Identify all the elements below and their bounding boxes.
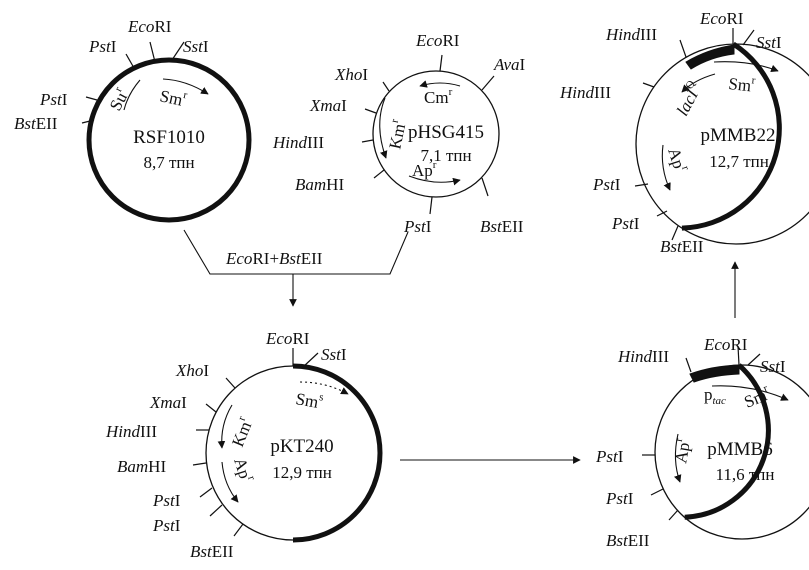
- site-ssti-pmmb22: SstI: [756, 33, 782, 52]
- gene-ap: Apr: [230, 455, 258, 485]
- plasmid-rsf1010: EcoRI PstI SstI PstI BstEII Sur Smr RSF1…: [14, 17, 252, 223]
- gene-arrow-sm: [299, 381, 349, 395]
- plasmid-size: 12,7 тпн: [709, 152, 769, 171]
- site-ecori-rsf: EcoRI: [127, 17, 172, 36]
- gene-arrow-km: [217, 404, 233, 449]
- gene-arrow-cm: [419, 80, 461, 88]
- plasmid-size: 7,1 тпн: [420, 146, 471, 165]
- plasmid-name: pMMB22: [701, 125, 776, 146]
- gene-sm: Sms: [294, 387, 324, 412]
- gene-cm: Cmr: [424, 86, 453, 107]
- site-bsteii-rsf: BstEII: [14, 114, 58, 133]
- site-hindiii-pkt240: HindIII: [105, 422, 157, 441]
- gene-ap: Apr: [664, 145, 692, 175]
- site-psti-pkt240-2: PstI: [152, 516, 181, 535]
- site-xmai-pkt240: XmaI: [149, 393, 187, 412]
- gene-sm: Smr: [158, 84, 188, 110]
- gene-arrow-sm: [711, 385, 789, 401]
- digest-enzymes: EcoRI+BstEII: [225, 249, 323, 268]
- gene-arrow-laciq: [681, 73, 716, 93]
- plasmid-backbone-thick: [292, 363, 383, 543]
- gene-arrow-ap: [674, 433, 682, 483]
- gene-arrow-su: [123, 79, 141, 111]
- gene-laciq: lacIQ: [671, 79, 706, 119]
- gene-arrow-km: [379, 97, 388, 159]
- gene-km: Kmr: [226, 414, 257, 449]
- gene-km: Kmr: [383, 118, 410, 151]
- site-ssti-pmmb6: SstI: [760, 357, 786, 376]
- site-bsteii-pmmb22: BstEII: [660, 237, 704, 256]
- ptac-promoter-box: [689, 364, 740, 383]
- site-bsteii-phsg: BstEII: [480, 217, 524, 236]
- site-bsteii-pkt240: BstEII: [190, 542, 234, 561]
- plasmid-backbone: [372, 70, 500, 198]
- site-psti-pmmb6-2: PstI: [605, 489, 634, 508]
- plasmid-pkt240: EcoRI SstI XhoI XmaI HindIII BamHI PstI …: [105, 329, 383, 561]
- gene-arrow-ap: [661, 144, 671, 191]
- plasmid-size: 11,6 тпн: [716, 465, 775, 484]
- site-psti-pkt240-1: PstI: [152, 491, 181, 510]
- site-ecori-phsg: EcoRI: [415, 31, 460, 50]
- plasmid-name: pKT240: [270, 436, 333, 457]
- site-hindiii-pmmb6: HindIII: [617, 347, 669, 366]
- gene-ap: Apr: [412, 159, 437, 180]
- plasmid-backbone-thick: [684, 363, 771, 520]
- gene-arrow-sm: [162, 78, 209, 95]
- site-xmai-phsg: XmaI: [309, 96, 347, 115]
- site-hindiii-phsg: HindIII: [272, 133, 324, 152]
- plasmid-pmmb22: HindIII EcoRI SstI HindIII PstI PstI Bst…: [559, 9, 809, 256]
- site-hindiii-pmmb22-left: HindIII: [559, 83, 611, 102]
- gene-arrow-ap: [221, 461, 239, 503]
- promoter-ptac: ptac: [704, 385, 726, 407]
- site-ssti-pkt240: SstI: [321, 345, 347, 364]
- plasmid-name: pHSG415: [408, 122, 484, 143]
- site-bamhi-pkt240: BamHI: [117, 457, 166, 476]
- site-psti-phsg: PstI: [403, 217, 432, 236]
- site-psti-rsf-top: PstI: [88, 37, 117, 56]
- site-ecori-pmmb22: EcoRI: [699, 9, 744, 28]
- site-bamhi-phsg: BamHI: [295, 175, 344, 194]
- plasmid-phsg415: EcoRI AvaI XhoI XmaI HindIII BamHI PstI …: [272, 31, 526, 236]
- site-ssti-rsf: SstI: [183, 37, 209, 56]
- site-ecori-pmmb6: EcoRI: [703, 335, 748, 354]
- plasmid-name: RSF1010: [133, 127, 205, 148]
- site-ecori-pkt240: EcoRI: [265, 329, 310, 348]
- plasmid-backbone-thick: [681, 41, 782, 231]
- ptac-promoter-box: [685, 44, 735, 70]
- site-xhoi-pkt240: XhoI: [175, 361, 209, 380]
- site-xhoi-phsg: XhoI: [334, 65, 368, 84]
- plasmid-size: 8,7 тпн: [143, 153, 194, 172]
- site-psti-rsf-left: PstI: [39, 90, 68, 109]
- gene-sm: Smr: [728, 72, 757, 96]
- site-bsteii-pmmb6: BstEII: [606, 531, 650, 550]
- gene-ap: Apr: [669, 437, 694, 465]
- plasmid-backbone: [86, 57, 252, 223]
- digest-step: EcoRI+BstEII: [183, 229, 409, 307]
- site-psti-pmmb6-1: PstI: [595, 447, 624, 466]
- plasmid-name: pMMB6: [707, 439, 772, 460]
- digest-bracket: [183, 229, 409, 275]
- site-avai-phsg: AvaI: [493, 55, 526, 74]
- site-hindiii-pmmb22-top: HindIII: [605, 25, 657, 44]
- gene-arrow-sm: [713, 61, 779, 73]
- plasmid-pmmb6: HindIII EcoRI SstI PstI PstI BstEII ptac…: [595, 335, 809, 550]
- plasmid-size: 12,9 тпн: [272, 463, 332, 482]
- gene-arrow-ap: [408, 175, 461, 186]
- site-psti-pmmb22-2: PstI: [611, 214, 640, 233]
- site-psti-pmmb22-1: PstI: [592, 175, 621, 194]
